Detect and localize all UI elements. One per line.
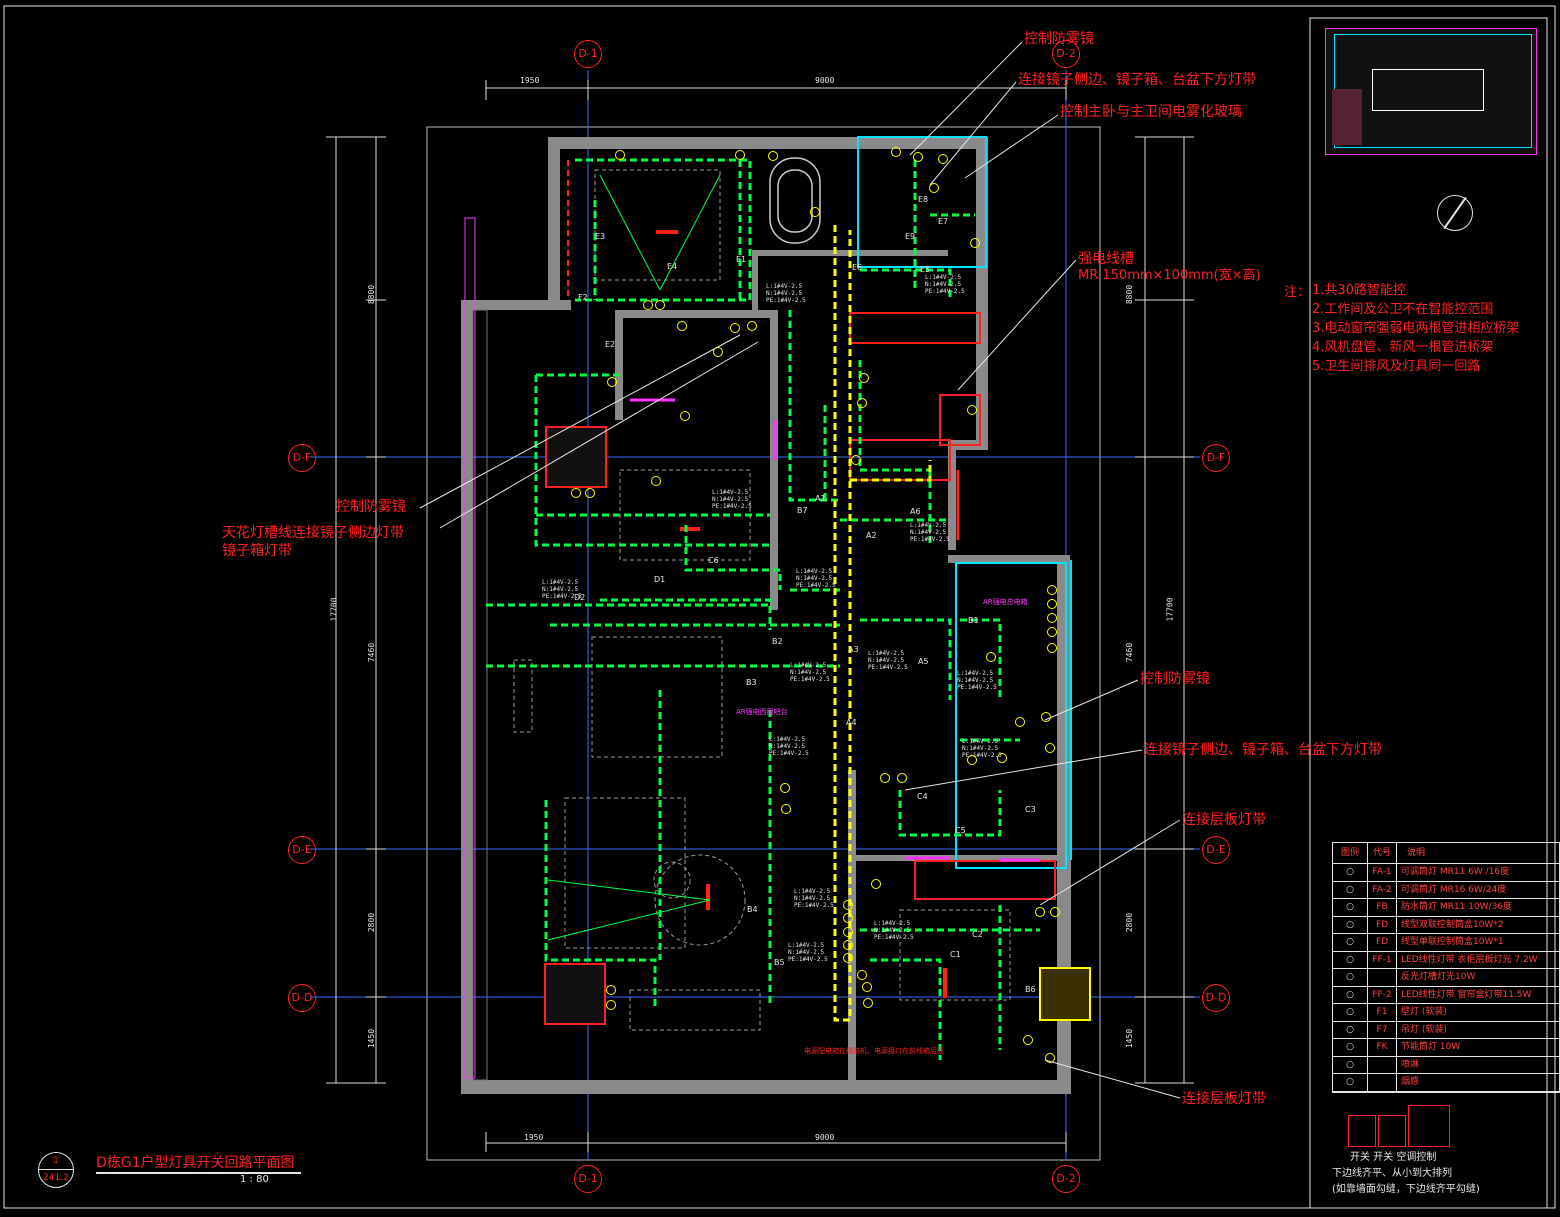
dimension-lines <box>326 80 1194 1152</box>
curtain-line <box>464 217 476 1079</box>
walls <box>461 137 1071 1094</box>
red-markers <box>656 230 947 998</box>
bathtub <box>769 157 821 244</box>
plan-boundary <box>426 126 1101 1161</box>
window-strip-left <box>472 309 488 1081</box>
circuit-leaders <box>547 174 721 941</box>
main-trunk <box>833 225 932 1022</box>
drawing-frame <box>3 5 1556 1209</box>
title-block-frame <box>1309 17 1548 1209</box>
red-fixtures <box>544 160 1091 1025</box>
cyan-zones <box>857 136 1072 869</box>
